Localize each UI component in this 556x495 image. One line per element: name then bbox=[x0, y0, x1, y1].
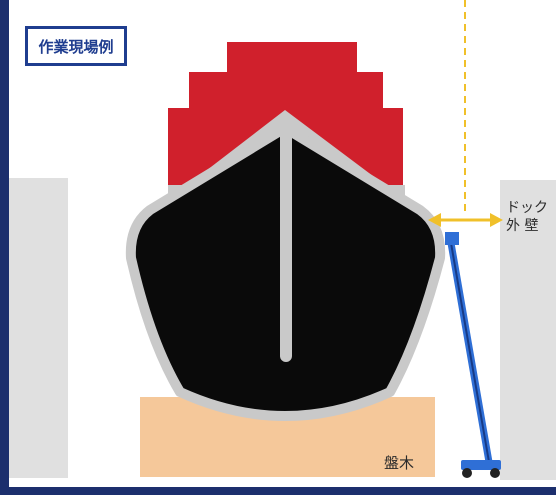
dock-wall-label-line1: ドック bbox=[506, 200, 548, 216]
dock-wall-label: ドック 外 壁 bbox=[506, 199, 548, 235]
keel-block-label: 盤木 bbox=[384, 454, 415, 472]
title-label: 作業現場例 bbox=[25, 26, 127, 66]
double-arrow-icon bbox=[428, 213, 503, 227]
boom-lift-icon bbox=[445, 232, 501, 478]
dock-wall-right bbox=[500, 180, 556, 480]
dock-floor-left-wall bbox=[9, 178, 68, 478]
dock-wall-label-line2: 外 壁 bbox=[506, 218, 539, 234]
